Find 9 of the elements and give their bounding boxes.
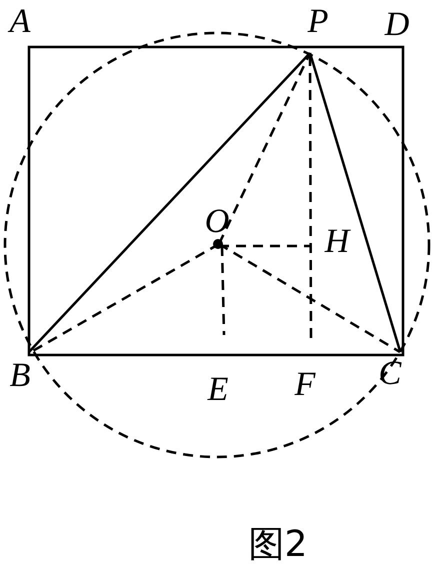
point-label: A (10, 5, 30, 39)
point-label: O (204, 205, 230, 239)
point-label: B (10, 359, 30, 393)
point-label: D (384, 8, 410, 42)
figure-caption: 图2 (248, 527, 308, 563)
point-label: H (324, 225, 350, 259)
point-label: F (294, 368, 316, 402)
point-label: E (208, 373, 228, 407)
point-label: P (308, 5, 328, 39)
